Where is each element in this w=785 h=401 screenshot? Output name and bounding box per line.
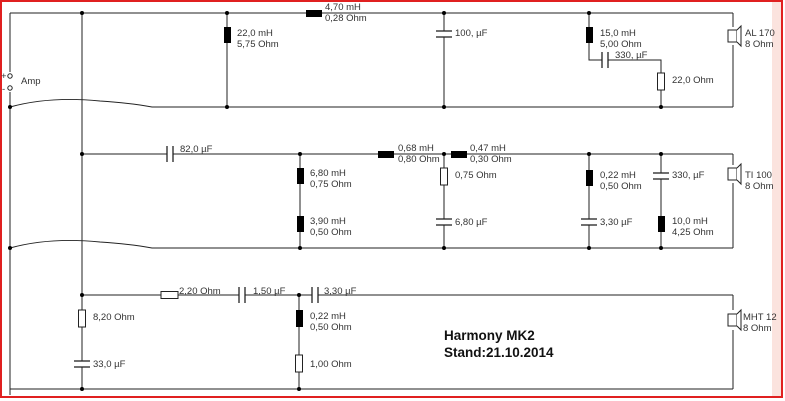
capacitor-icon bbox=[601, 52, 609, 68]
component-label: 0,22 mH bbox=[310, 311, 346, 322]
component-label: 6,80 µF bbox=[455, 217, 488, 228]
resistor-icon bbox=[657, 72, 665, 91]
junction-nodes bbox=[8, 11, 663, 391]
inductor-icon bbox=[658, 216, 665, 232]
resistor-icon bbox=[160, 291, 179, 299]
component-label: 1,00 Ohm bbox=[310, 359, 352, 370]
component-label: 3,90 mH bbox=[310, 216, 346, 227]
component-label: 8,20 Ohm bbox=[93, 312, 135, 323]
minus-sign: - bbox=[2, 84, 5, 95]
speaker-icon bbox=[727, 162, 742, 186]
inductor-icon bbox=[224, 27, 231, 43]
resistor-icon bbox=[440, 167, 448, 186]
component-label: 6,80 mH bbox=[310, 168, 346, 179]
component-label: 1,50 µF bbox=[253, 286, 286, 297]
speaker-icon bbox=[727, 24, 742, 48]
component-label: 22,0 mH bbox=[237, 28, 273, 39]
component-label: 0,75 Ohm bbox=[455, 170, 497, 181]
component-label: 4,25 Ohm bbox=[672, 227, 714, 238]
amp-terminals: + - Amp bbox=[1, 71, 41, 95]
inductor-icon bbox=[586, 170, 593, 186]
inductor-icon bbox=[378, 151, 394, 158]
component-label: 0,22 mH bbox=[600, 170, 636, 181]
capacitor-icon bbox=[581, 218, 597, 226]
component-label: 0,28 Ohm bbox=[325, 13, 367, 24]
side-band bbox=[772, 2, 782, 397]
component-label: 10,0 mH bbox=[672, 216, 708, 227]
component-label: 22,0 Ohm bbox=[672, 75, 714, 86]
resistor-icon bbox=[78, 309, 86, 328]
diagram-title: Harmony MK2 bbox=[444, 328, 535, 343]
speaker-name: TI 100 bbox=[745, 170, 772, 181]
inductor-icon bbox=[297, 168, 304, 184]
component-label: 0,80 Ohm bbox=[398, 154, 440, 165]
capacitor-icon bbox=[166, 146, 174, 162]
component-label: 330, µF bbox=[615, 50, 648, 61]
component-label: 0,47 mH bbox=[470, 143, 506, 154]
component-label: 0,75 Ohm bbox=[310, 179, 352, 190]
component-label: 3,30 µF bbox=[324, 286, 357, 297]
speaker-name: AL 170 bbox=[745, 28, 775, 39]
component-label: 5,00 Ohm bbox=[600, 39, 642, 50]
speaker-icon bbox=[727, 308, 742, 332]
inductor-icon bbox=[297, 216, 304, 232]
component-label: 0,50 Ohm bbox=[310, 322, 352, 333]
capacitor-icon bbox=[653, 172, 669, 180]
component-label: 0,68 mH bbox=[398, 143, 434, 154]
resistor-icon bbox=[295, 354, 303, 373]
speaker-name: MHT 12 bbox=[743, 312, 777, 323]
component-label: 2,20 Ohm bbox=[179, 286, 221, 297]
plus-sign: + bbox=[1, 71, 7, 82]
diagram-date: Stand:21.10.2014 bbox=[444, 345, 554, 360]
component-label: 82,0 µF bbox=[180, 144, 213, 155]
component-label: 5,75 Ohm bbox=[237, 39, 279, 50]
component-label: 100, µF bbox=[455, 28, 488, 39]
capacitor-icon bbox=[238, 287, 246, 303]
component-label: 4,70 mH bbox=[325, 2, 361, 13]
amp-label: Amp bbox=[21, 76, 41, 87]
speaker-impedance: 8 Ohm bbox=[743, 323, 772, 334]
component-label: 15,0 mH bbox=[600, 28, 636, 39]
component-label: 0,30 Ohm bbox=[470, 154, 512, 165]
capacitor-icon bbox=[436, 30, 452, 38]
inductor-icon bbox=[586, 27, 593, 43]
inductor-icon bbox=[296, 310, 303, 327]
capacitor-icon bbox=[74, 360, 90, 368]
inductor-icon bbox=[306, 10, 322, 17]
component-label: 330, µF bbox=[672, 170, 705, 181]
speaker-impedance: 8 Ohm bbox=[745, 181, 774, 192]
component-label: 0,50 Ohm bbox=[600, 181, 642, 192]
capacitor-icon bbox=[436, 218, 452, 226]
wires bbox=[9, 12, 734, 395]
speaker-impedance: 8 Ohm bbox=[745, 39, 774, 50]
component-label: 0,50 Ohm bbox=[310, 227, 352, 238]
component-label: 3,30 µF bbox=[600, 217, 633, 228]
component-label: 33,0 µF bbox=[93, 359, 126, 370]
capacitor-icon bbox=[311, 287, 319, 303]
inductor-icon bbox=[451, 151, 467, 158]
